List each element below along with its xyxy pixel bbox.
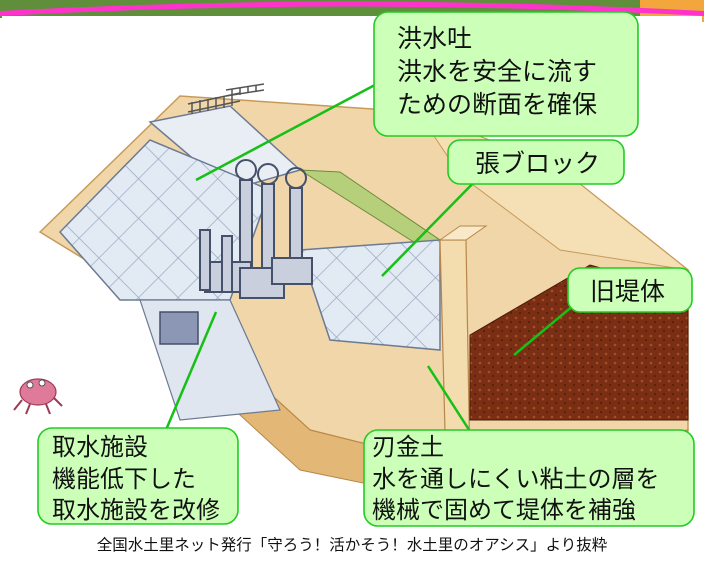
callout-core-box [363, 429, 695, 527]
crab-mascot-icon [13, 378, 63, 415]
intake-gates [199, 159, 313, 299]
callout-intake-box [37, 427, 239, 525]
callout-spillway: 洪水吐 洪水を安全に流す ための断面を確保 [397, 22, 597, 121]
callout-spillway-line-2: ための断面を確保 [397, 90, 598, 119]
callout-intake: 取水施設 機能低下した 取水施設を改修 [52, 432, 220, 527]
callout-intake-line-1: 機能低下した [52, 464, 196, 493]
callout-core-line-1: 水を通しにくい粘土の層を [372, 464, 660, 493]
callout-spillway-box [373, 11, 639, 137]
railing-2 [225, 83, 265, 97]
callout-block-box [447, 139, 625, 185]
callout-spillway-line-1: 洪水を安全に流す [397, 57, 598, 86]
callout-old-levee-box [567, 267, 693, 313]
callout-block-title: 張ブロック [475, 149, 601, 178]
callout-intake-line-2: 取水施設を改修 [52, 496, 220, 525]
callout-spillway-title: 洪水吐 [397, 24, 473, 53]
callout-old-levee: 旧堤体 [590, 275, 665, 308]
callout-core: 刃金土 水を通しにくい粘土の層を 機械で固めて堤体を補強 [372, 432, 660, 527]
callout-boxes [37, 11, 695, 527]
source-caption: 全国水土里ネット発行「守ろう！活かそう！水土里のオアシス」より抜粋 [96, 536, 608, 554]
callout-block: 張ブロック [475, 147, 600, 180]
callout-core-line-2: 機械で固めて堤体を補強 [372, 496, 636, 525]
callout-core-title: 刃金土 [372, 433, 444, 461]
intake-box [159, 311, 199, 345]
pink-frame [0, 1, 704, 16]
pointer-lines [158, 76, 581, 451]
core-wall-top [438, 225, 488, 241]
block-revetment-right [298, 239, 441, 351]
callout-intake-title: 取水施設 [52, 433, 148, 461]
callout-old-levee-title: 旧堤体 [590, 277, 666, 306]
